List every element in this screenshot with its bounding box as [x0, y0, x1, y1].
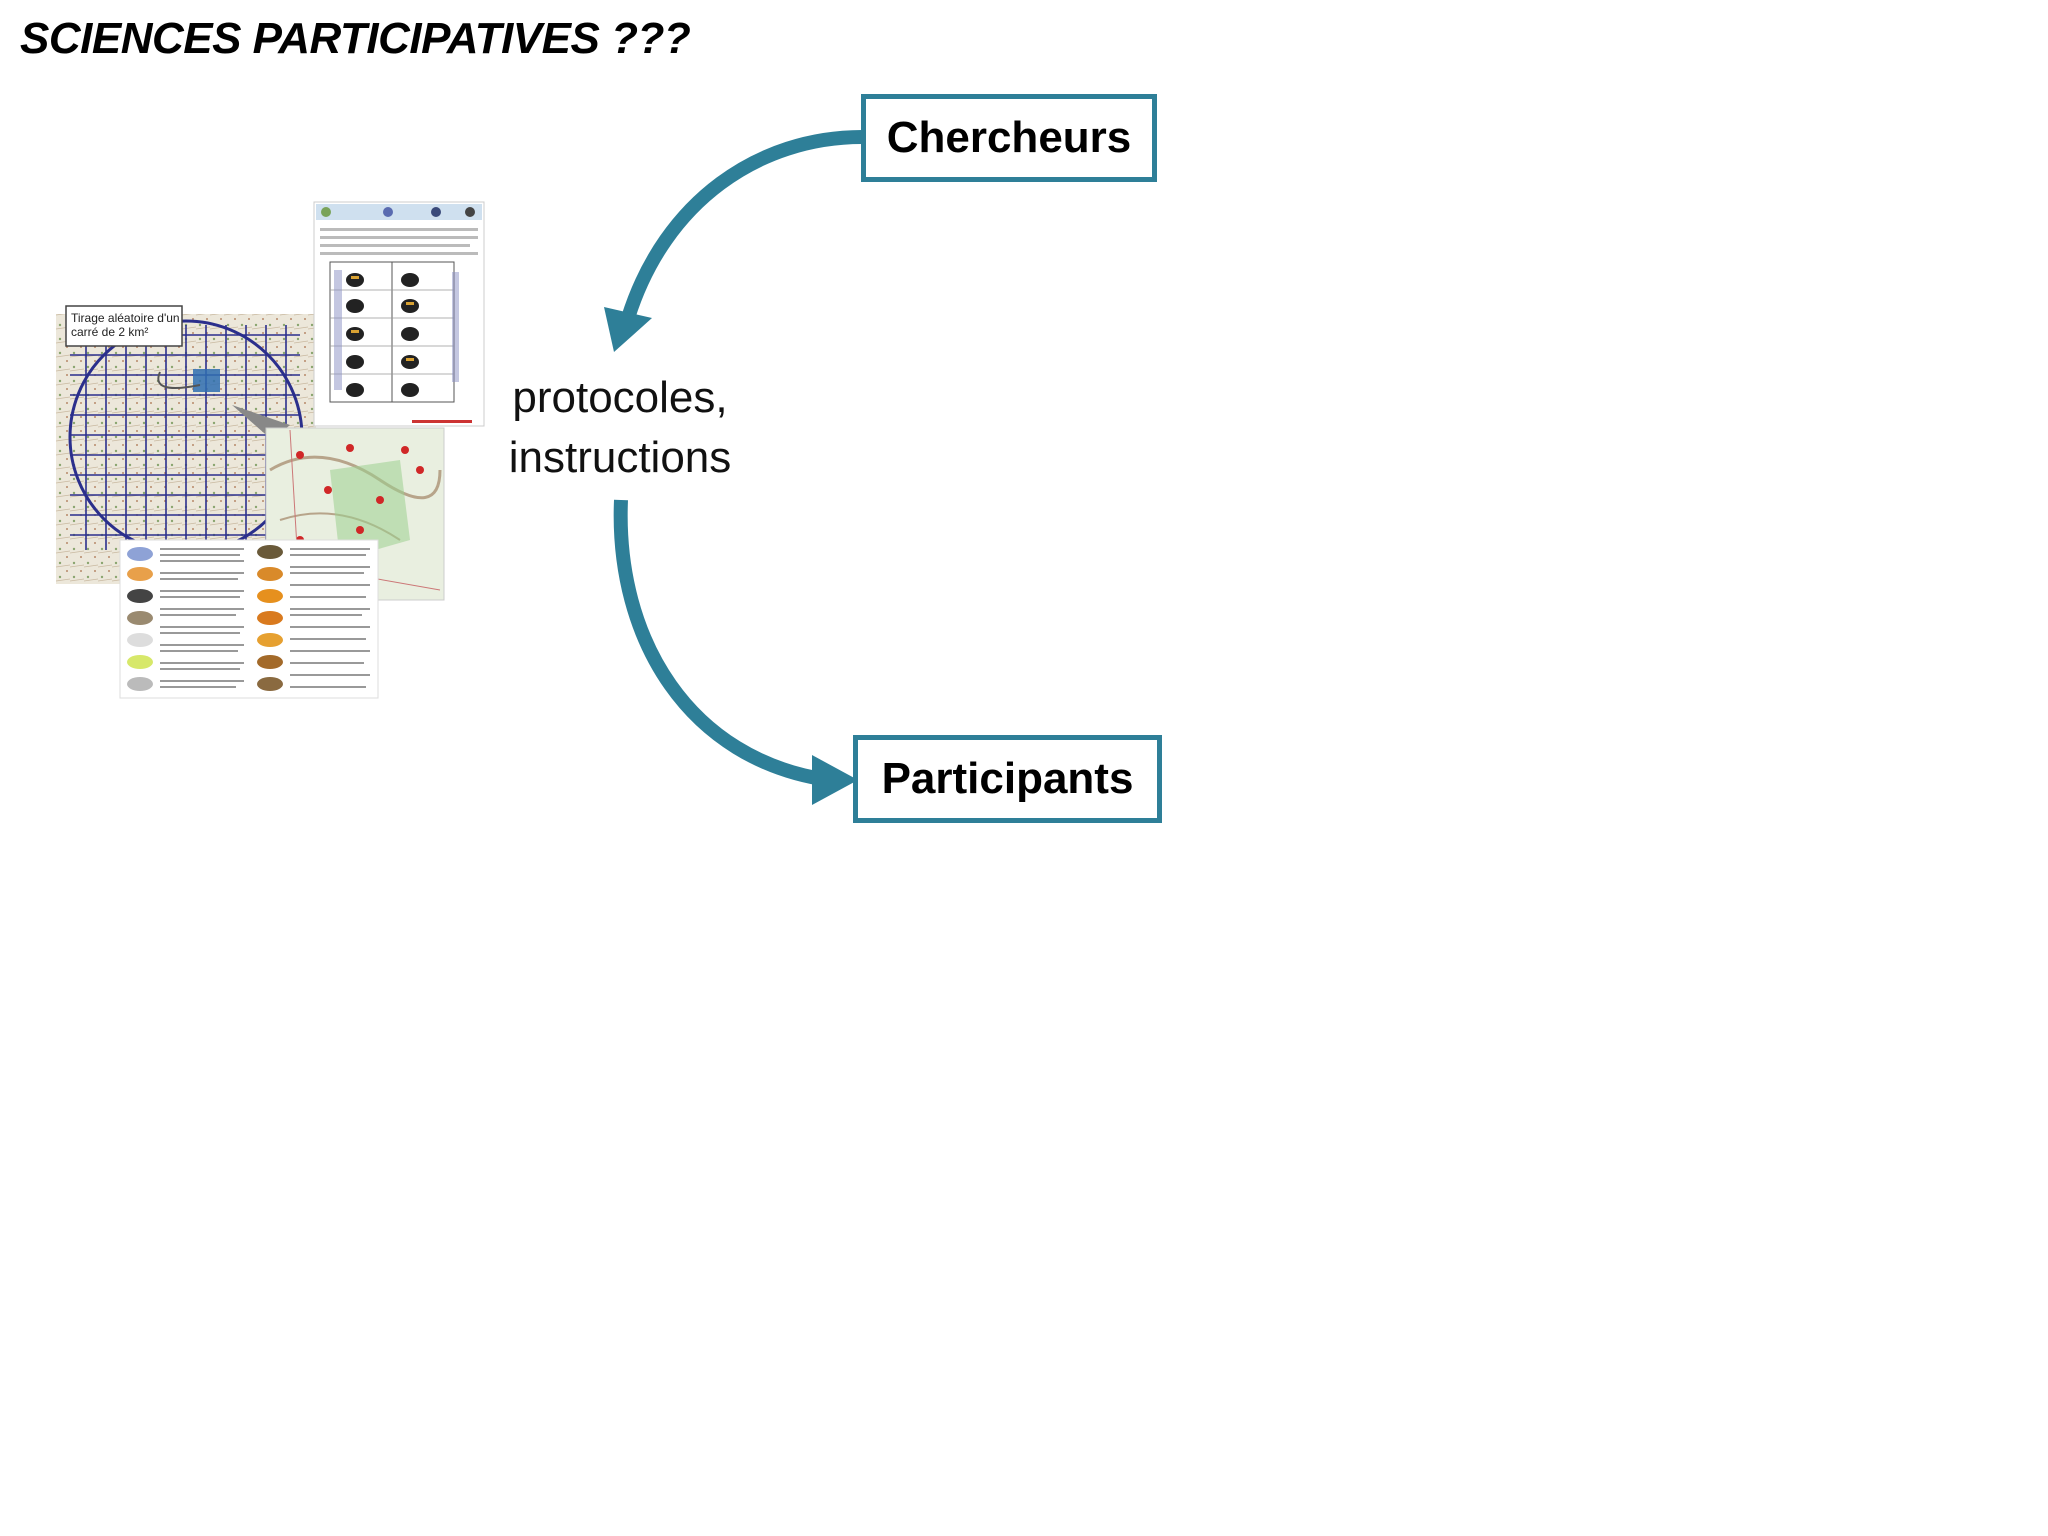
participants-box: Participants	[853, 735, 1162, 823]
edge-label-line2: instructions	[508, 433, 732, 482]
chercheurs-box: Chercheurs	[861, 94, 1157, 182]
slide-title: SCIENCES PARTICIPATIVES ???	[20, 14, 691, 63]
arrow-protocols-to-participants	[613, 499, 858, 805]
edge-label-line1: protocoles,	[512, 373, 728, 422]
arrow-chercheurs-to-protocols	[604, 130, 863, 352]
protocols-instructions-label: protocoles, instructions	[480, 368, 760, 488]
